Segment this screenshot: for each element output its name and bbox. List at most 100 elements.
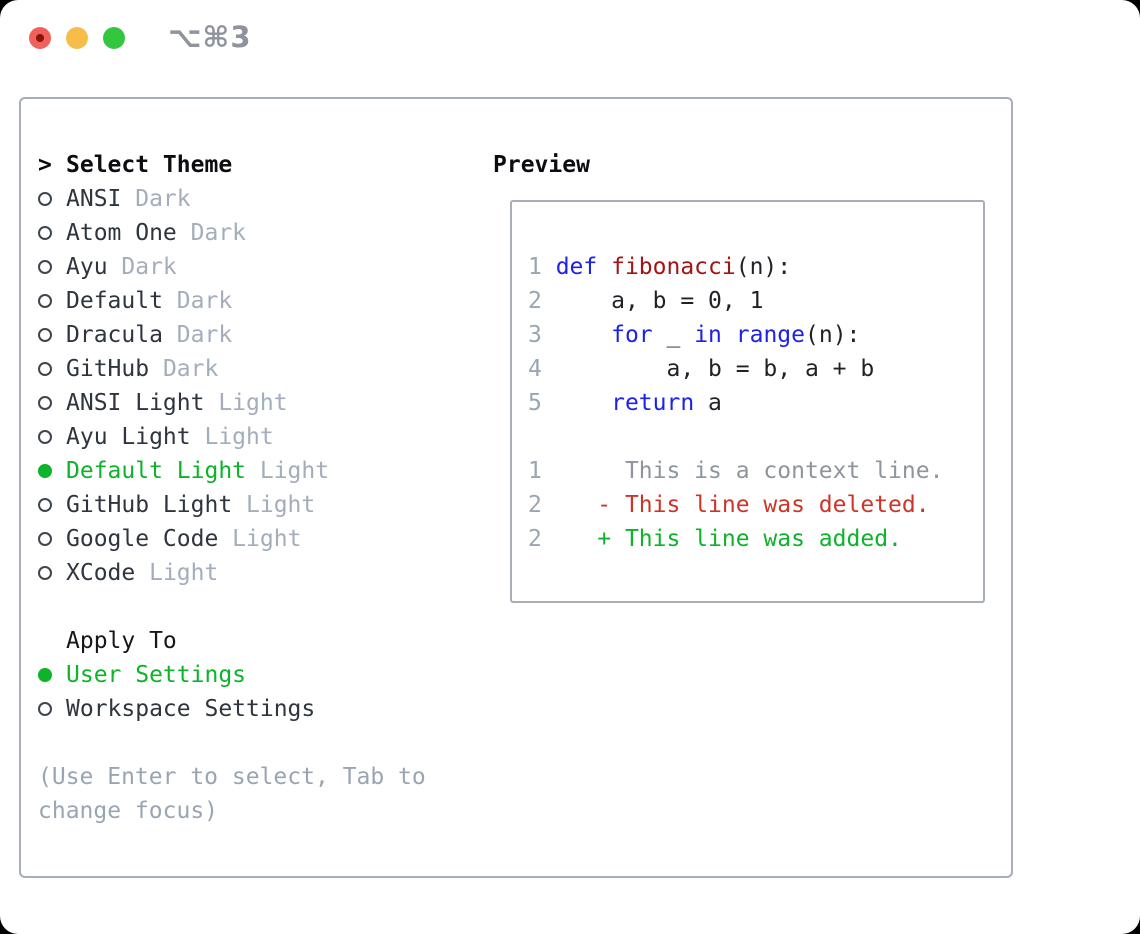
theme-option[interactable]: Default Dark bbox=[38, 284, 426, 318]
code-segment: _ bbox=[652, 322, 695, 348]
code-segment: + This line was added. bbox=[541, 526, 902, 552]
select-theme-header-row: > Select Theme bbox=[38, 148, 426, 182]
title-bar: ⌥⌘3 bbox=[0, 0, 1140, 76]
code-segment: a bbox=[694, 390, 722, 416]
radio-icon bbox=[38, 328, 52, 342]
radio-icon bbox=[38, 702, 52, 716]
zoom-button[interactable] bbox=[103, 27, 125, 49]
hint-text: (Use Enter to select, Tab to change focu… bbox=[38, 760, 426, 828]
theme-name: Atom One bbox=[66, 220, 177, 246]
code-line: 3 for _ in range(n): bbox=[528, 318, 983, 352]
focus-marker-slot: > bbox=[38, 148, 66, 182]
spacer bbox=[38, 726, 426, 760]
code-segment: 5 bbox=[528, 390, 556, 416]
code-segment: a, b = 0, 1 bbox=[555, 288, 764, 314]
radio-icon bbox=[38, 294, 52, 308]
theme-variant-tag: Light bbox=[246, 458, 330, 484]
apply-target-option[interactable]: Workspace Settings bbox=[38, 692, 426, 726]
theme-variant-tag: Light bbox=[232, 492, 316, 518]
theme-name: Default bbox=[66, 288, 163, 314]
radio-slot bbox=[38, 294, 66, 308]
theme-variant-tag: Light bbox=[190, 424, 274, 450]
radio-icon bbox=[38, 498, 52, 512]
theme-variant-tag: Light bbox=[135, 560, 219, 586]
theme-option[interactable]: GitHub Dark bbox=[38, 352, 426, 386]
code-segment: 3 bbox=[528, 322, 556, 348]
code-segment: 4 bbox=[528, 356, 556, 382]
code-segment: fibonacci bbox=[611, 254, 736, 280]
radio-icon bbox=[38, 362, 52, 376]
code-segment: (n): bbox=[805, 322, 861, 348]
code-segment: a, b = b, a + b bbox=[555, 356, 875, 382]
theme-name: Default Light bbox=[66, 458, 247, 484]
radio-icon bbox=[38, 566, 52, 580]
radio-slot bbox=[38, 566, 66, 580]
code-segment: range bbox=[735, 322, 805, 348]
theme-name: ANSI bbox=[66, 186, 122, 212]
code-segment: 2 bbox=[528, 526, 542, 552]
hint-line: change focus) bbox=[38, 798, 219, 824]
code-segment: (n): bbox=[735, 254, 792, 280]
code-line: 1 def fibonacci(n): bbox=[528, 250, 983, 284]
radio-slot bbox=[38, 328, 66, 342]
code-segment: return bbox=[611, 390, 695, 416]
hint-line: (Use Enter to select, Tab to bbox=[38, 764, 426, 790]
code-segment: 1 bbox=[528, 254, 556, 280]
theme-name: GitHub bbox=[66, 356, 150, 382]
window-shortcut-label: ⌥⌘3 bbox=[168, 20, 252, 54]
theme-variant-tag: Light bbox=[218, 526, 302, 552]
theme-name: ANSI Light bbox=[66, 390, 205, 416]
code-segment bbox=[722, 322, 736, 348]
code-line bbox=[528, 420, 983, 454]
apply-to-header: Apply To bbox=[66, 628, 177, 654]
code-segment bbox=[556, 390, 611, 416]
theme-variant-tag: Dark bbox=[121, 186, 191, 212]
radio-slot bbox=[38, 260, 66, 274]
theme-variant-tag: Dark bbox=[107, 254, 177, 280]
radio-selected-icon bbox=[38, 668, 52, 682]
theme-name: Ayu bbox=[66, 254, 108, 280]
theme-option[interactable]: Google Code Light bbox=[38, 522, 426, 556]
radio-selected-icon bbox=[38, 464, 52, 478]
theme-option[interactable]: Dracula Dark bbox=[38, 318, 426, 352]
apply-to-header-row: Apply To bbox=[38, 624, 426, 658]
theme-name: Google Code bbox=[66, 526, 219, 552]
theme-option[interactable]: ANSI Light Light bbox=[38, 386, 426, 420]
theme-option[interactable]: ANSI Dark bbox=[38, 182, 426, 216]
code-segment: in bbox=[694, 322, 722, 348]
radio-slot bbox=[38, 226, 66, 240]
code-segment: 2 bbox=[528, 288, 556, 314]
theme-option[interactable]: GitHub Light Light bbox=[38, 488, 426, 522]
theme-option[interactable]: Atom One Dark bbox=[38, 216, 426, 250]
radio-icon bbox=[38, 430, 52, 444]
apply-target-option[interactable]: User Settings bbox=[38, 658, 426, 692]
theme-option[interactable]: Ayu Light Light bbox=[38, 420, 426, 454]
traffic-lights bbox=[29, 27, 125, 49]
radio-slot bbox=[38, 668, 66, 682]
theme-name: XCode bbox=[66, 560, 136, 586]
theme-option[interactable]: Default Light Light bbox=[38, 454, 426, 488]
theme-option[interactable]: Ayu Dark bbox=[38, 250, 426, 284]
radio-icon bbox=[38, 532, 52, 546]
code-segment bbox=[556, 322, 611, 348]
radio-slot bbox=[38, 192, 66, 206]
theme-variant-tag: Dark bbox=[149, 356, 219, 382]
radio-slot bbox=[38, 430, 66, 444]
theme-option[interactable]: XCode Light bbox=[38, 556, 426, 590]
select-theme-header: Select Theme bbox=[66, 152, 233, 178]
close-button[interactable] bbox=[29, 27, 51, 49]
radio-slot bbox=[38, 396, 66, 410]
focus-caret-icon: > bbox=[38, 152, 52, 178]
close-button-dot bbox=[36, 34, 44, 42]
minimize-button[interactable] bbox=[66, 27, 88, 49]
code-line: 4 a, b = b, a + b bbox=[528, 352, 983, 386]
theme-name: Ayu Light bbox=[66, 424, 191, 450]
radio-slot bbox=[38, 702, 66, 716]
code-segment: def bbox=[555, 254, 612, 280]
code-segment: This is a context line. bbox=[541, 458, 944, 484]
